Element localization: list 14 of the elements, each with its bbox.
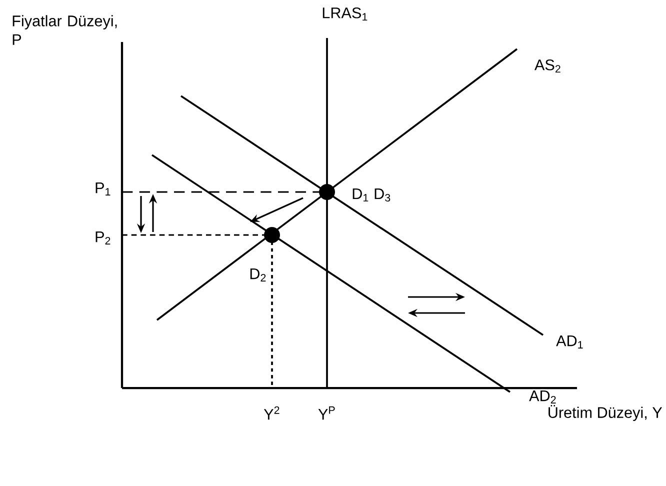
tick-label: Y$^{2}$ <box>264 406 280 420</box>
axis-label: Üretim Düzeyi, Y <box>548 405 662 421</box>
axis-label: Fiyatlar Düzeyi, P <box>12 15 117 45</box>
point-label: D$_{1}$ D$_{3}$ <box>352 188 390 202</box>
curve-label: AS$_{2}$ <box>534 59 560 73</box>
tick-label: P$_{1}$ <box>96 182 110 196</box>
curve-label: AD$_{2}$ <box>529 390 556 404</box>
point-label: D$_{2}$ <box>250 268 266 282</box>
curve-label: LRAS$_{1}$ <box>322 7 368 21</box>
tick-label: P$_{2}$ <box>96 232 110 244</box>
equilibrium-point <box>264 227 280 243</box>
tick-label: Y$^{P}$ <box>318 406 335 420</box>
equilibrium-point <box>319 184 335 200</box>
curve-label: AD$_{1}$ <box>556 336 583 348</box>
